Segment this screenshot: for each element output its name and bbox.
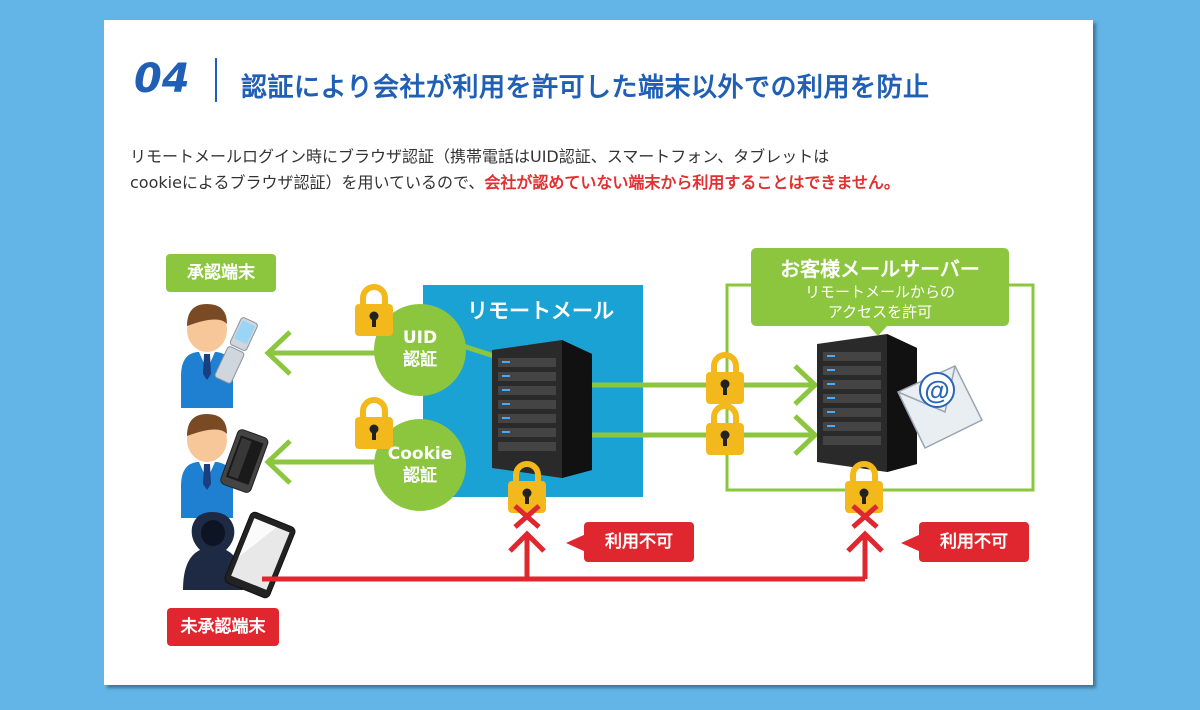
description-line-2-text: cookieによるブラウザ認証）を用いているので、: [130, 173, 485, 192]
remote-mail-server-icon: [492, 340, 592, 478]
cookie-auth-circle: [374, 419, 466, 511]
denied-badge-remote: 利用不可: [584, 522, 694, 562]
cookie-auth-label: Cookie 認証: [376, 443, 464, 487]
lock-icon-path-2: [706, 406, 744, 455]
flip-phone-icon: [214, 317, 258, 384]
description-highlight: 会社が認めていない端末から利用することはできません。: [484, 173, 900, 192]
customer-server-title: お客様メールサーバー: [780, 257, 980, 281]
denied-badge-customer: 利用不可: [919, 522, 1029, 562]
denied-path: [262, 504, 884, 582]
smartphone-icon: [220, 429, 269, 493]
description-line-2: cookieによるブラウザ認証）を用いているので、会社が認めていない端末から利用…: [130, 170, 900, 196]
cookie-auth-line2: 認証: [403, 466, 437, 486]
tablet-icon: [224, 511, 296, 599]
cookie-auth-line1: Cookie: [387, 444, 453, 464]
description-line-1: リモートメールログイン時にブラウザ認証（携帯電話はUID認証、スマートフォン、タ…: [130, 147, 830, 166]
description: リモートメールログイン時にブラウザ認証（携帯電話はUID認証、スマートフォン、タ…: [130, 144, 900, 196]
approved-device-label: 承認端末: [166, 254, 276, 292]
lock-icon-cookie: [355, 400, 393, 449]
section-number: 04: [134, 56, 190, 102]
customer-server-line2: アクセスを許可: [827, 303, 933, 321]
uid-auth-circle: [374, 304, 466, 396]
unapproved-device-label: 未承認端末: [167, 608, 279, 646]
lock-icon-customer: [845, 464, 883, 513]
uid-auth-line1: UID: [402, 328, 438, 348]
title-divider: [215, 58, 217, 102]
customer-server-box: お客様メールサーバー リモートメールからの アクセスを許可: [751, 248, 1009, 326]
page-title: 認証により会社が利用を許可した端末以外での利用を防止: [241, 73, 930, 103]
uid-auth-line2: 認証: [403, 350, 437, 370]
at-sign: @: [924, 375, 949, 405]
email-envelope-icon: [896, 365, 984, 450]
customer-server-icon: [817, 334, 917, 472]
customer-server-line1: リモートメールからの: [804, 283, 955, 301]
lock-icon-path-1: [706, 355, 744, 404]
uid-auth-label: UID 認証: [376, 327, 464, 371]
remote-mail-label: リモートメール: [467, 299, 614, 323]
